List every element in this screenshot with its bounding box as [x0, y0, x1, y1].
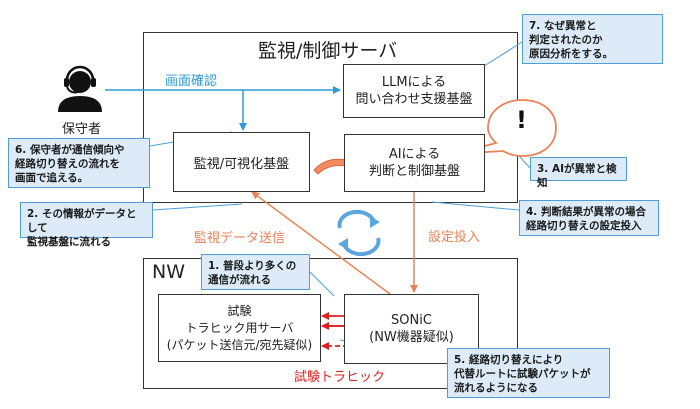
alert-bubble [453, 99, 557, 157]
callout-1: 1. 普段より多くの 通信が流れる [201, 254, 310, 290]
callout-1-pointer [307, 269, 335, 297]
monitor-data-label: 監視データ送信 [194, 231, 286, 246]
ai-control-box: AIによる 判断と制御基盤 [344, 134, 485, 192]
callout-3: 3. AIが異常と検知 [530, 157, 627, 189]
operator-label: 保守者 [62, 122, 102, 137]
server-frame-title: 監視/制御サーバ [258, 40, 398, 62]
test-traffic-server-box: 試験 トラヒック用サーバ (パケット送信元/宛先疑似) [158, 294, 321, 362]
test-traffic-label: 試験トラヒック [294, 370, 386, 385]
nw-frame [143, 258, 518, 389]
callout-6: 6. 保守者が通信傾向や 経路切り替えの流れを 画面で追える。 [8, 138, 150, 188]
nw-frame-title: NW [152, 261, 185, 283]
monitor-visualize-box: 監視/可視化基盤 [173, 132, 310, 192]
callout-5: 5. 経路切り替えにより 代替ルートに試験パケットが 流れるようになる [447, 348, 610, 398]
monitor-data-arrow [251, 191, 391, 295]
callout-4: 4. 判断結果が異常の場合 経路切り替えの設定投入 [519, 200, 659, 236]
operator-headset-icon [58, 65, 102, 112]
cycle-arrowhead-bottom [338, 238, 348, 250]
config-push-label: 設定投入 [428, 230, 481, 245]
callout-2-pointer [152, 203, 243, 211]
screen-check-label: 画面確認 [165, 74, 218, 89]
callout-4-pointer [431, 201, 520, 211]
alert-exclamation: ! [516, 106, 527, 134]
cycle-arrowhead-top [370, 216, 380, 228]
callout-7: 7. なぜ異常と 判定されたのか 原因分析をする。 [522, 14, 663, 64]
llm-support-box: LLMによる 問い合わせ支援基盤 [343, 64, 485, 118]
callout-2: 2. その情報がデータとして 監視基盤に流れる [20, 202, 153, 248]
